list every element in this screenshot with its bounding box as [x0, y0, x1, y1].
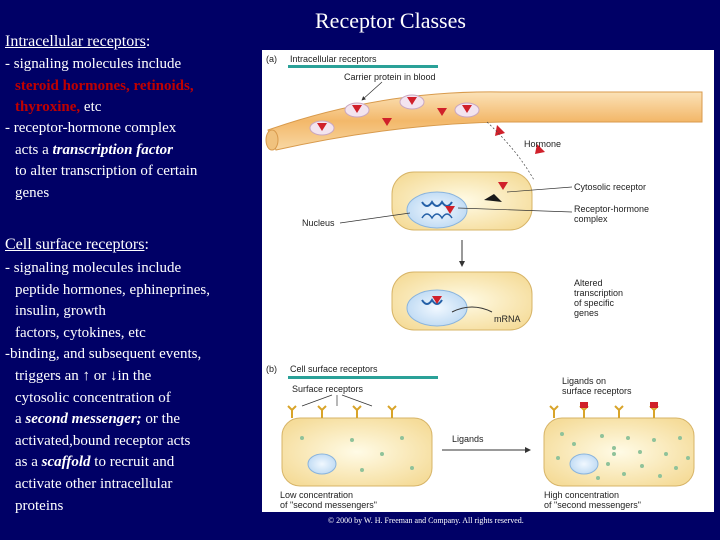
intracellular-line: - receptor-hormone complex: [5, 120, 177, 136]
cell-surface-heading: Cell surface receptors:: [5, 236, 149, 254]
surface-line: -binding, and subsequent events,: [5, 346, 202, 362]
up-arrow-icon: ↑: [82, 368, 90, 384]
second-messenger-dots-high: [556, 432, 690, 480]
text-span: or the: [141, 411, 180, 427]
down-arrow-icon: ↓: [109, 368, 118, 384]
nucleus-top: [406, 191, 468, 229]
cell-high-concentration: [543, 417, 695, 487]
surface-line: as a scaffold to recruit and: [15, 452, 174, 473]
hormone-path: [486, 121, 535, 181]
hormone-icon: [498, 182, 508, 190]
vessel-opening: [265, 129, 279, 151]
intracellular-line: acts a transcription factor: [15, 140, 173, 161]
second-messenger-dots-low: [300, 436, 414, 472]
carrier-protein-label: Carrier protein in blood: [344, 72, 436, 82]
panel-a-letter: (a): [266, 54, 277, 64]
receptor-figure: (a) Intracellular receptors Carrier prot…: [262, 50, 714, 512]
surface-line: - signaling molecules include: [5, 260, 182, 276]
heading-colon: :: [144, 236, 149, 253]
altered-label-3: of specific: [574, 298, 615, 308]
text-span: acts a: [15, 142, 53, 158]
ligands-on-label-1: Ligands on: [562, 376, 606, 386]
cell-surface-heading-text: Cell surface receptors: [5, 236, 145, 253]
mrna-icon: [451, 306, 493, 313]
surface-line: activate other intracellular: [15, 476, 173, 492]
ligands-on-label-2: surface receptors: [562, 386, 632, 396]
scaffold-text: scaffold: [41, 454, 91, 470]
text-span: in the: [117, 368, 152, 384]
cytosolic-receptor-icon: [484, 194, 502, 202]
panel-b-title: Cell surface receptors: [290, 364, 378, 374]
transcription-factor-text: transcription factor: [52, 142, 173, 158]
surface-receptors-label: Surface receptors: [292, 384, 364, 394]
receptor-complex-icon: [445, 206, 455, 214]
copyright-credit: © 2000 by W. H. Freeman and Company. All…: [328, 516, 524, 525]
intracellular-heading: Intracellular receptors:: [5, 33, 150, 51]
high-concentration-label-1: High concentration: [544, 490, 619, 500]
low-concentration-label-2: of "second messengers": [280, 500, 377, 510]
surface-line: cytosolic concentration of: [15, 390, 171, 406]
intracellular-line: genes: [15, 185, 50, 201]
altered-label-2: transcription: [574, 288, 623, 298]
second-messenger-text: second messenger;: [25, 411, 142, 427]
nucleus-middle: [406, 289, 468, 327]
intracellular-line: thyroxine, etc: [15, 97, 101, 118]
cytosolic-receptor-label: Cytosolic receptor: [574, 182, 646, 192]
text-span: to recruit and: [90, 454, 175, 470]
surface-receptor-icons-left: [287, 405, 397, 418]
intracellular-line: to alter transcription of certain: [15, 163, 198, 179]
surface-line: activated,bound receptor acts: [15, 433, 191, 449]
text-span: a: [15, 411, 26, 427]
altered-label-1: Altered: [574, 278, 603, 288]
dna-icon: [421, 298, 443, 305]
hormone-label: Hormone: [524, 139, 561, 149]
surface-line: peptide hormones, ephineprines,: [15, 282, 210, 298]
nucleus-high: [569, 453, 599, 475]
etc-text: etc: [80, 99, 102, 115]
surface-line: factors, cytokines, etc: [15, 325, 146, 341]
panel-a-title: Intracellular receptors: [290, 54, 377, 64]
altered-label-4: genes: [574, 308, 599, 318]
panel-b-title-bar: [288, 376, 438, 379]
text-span: triggers an: [15, 368, 83, 384]
mrna-label: mRNA: [494, 314, 521, 324]
complex-label-2: complex: [574, 214, 608, 224]
surface-receptor-icons-right: [549, 402, 659, 418]
ligands-label: Ligands: [452, 434, 484, 444]
hormone-molecules: [317, 97, 545, 154]
surface-line: triggers an ↑ or ↓in the: [15, 366, 151, 387]
intracellular-heading-text: Intracellular receptors: [5, 33, 146, 50]
surface-line: a second messenger; or the: [15, 409, 180, 430]
panel-b-letter: (b): [266, 364, 277, 374]
blood-vessel: [267, 91, 703, 151]
high-concentration-label-2: of "second messengers": [544, 500, 641, 510]
text-span: or: [89, 368, 110, 384]
heading-colon: :: [145, 33, 151, 50]
slide-title: Receptor Classes: [315, 8, 466, 33]
intracellular-line: - signaling molecules include: [5, 56, 182, 72]
surface-line: proteins: [15, 498, 64, 514]
low-concentration-label-1: Low concentration: [280, 490, 353, 500]
text-span: as a: [15, 454, 42, 470]
receptor-complex-icon: [432, 296, 442, 304]
receptor-diagram: (a) Intracellular receptors Carrier prot…: [265, 54, 703, 510]
thyroxine-text: thyroxine,: [15, 99, 81, 115]
nucleus-low: [307, 453, 337, 475]
nucleus-label: Nucleus: [302, 218, 335, 228]
intracellular-red-line: steroid hormones, retinoids,: [15, 78, 194, 94]
complex-label-1: Receptor-hormone: [574, 204, 649, 214]
panel-a-title-bar: [288, 65, 438, 68]
surface-line: insulin, growth: [15, 303, 106, 319]
dna-icon: [421, 213, 453, 220]
cell-low-concentration: [281, 417, 433, 487]
